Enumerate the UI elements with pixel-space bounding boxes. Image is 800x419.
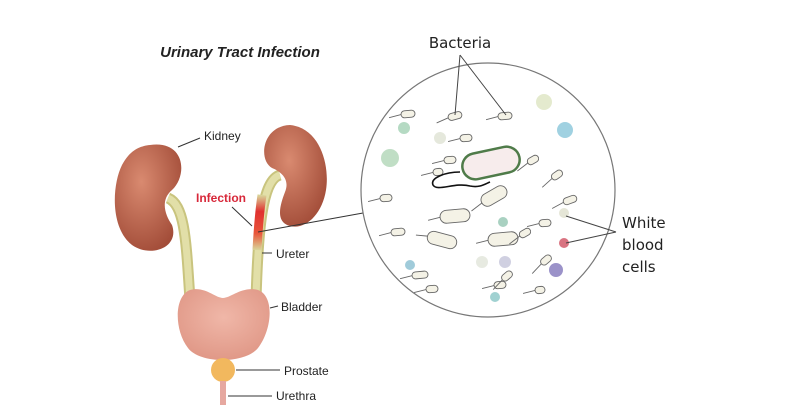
blood-cell <box>405 260 415 270</box>
bacterium-tail <box>388 114 402 119</box>
bacterium <box>379 193 393 203</box>
blood-cell <box>476 256 488 268</box>
blood-cell <box>549 263 563 277</box>
label-ureter: Ureter <box>276 247 309 261</box>
bacterium <box>526 154 540 166</box>
label-wbc-line2: blood <box>622 236 664 254</box>
bacterium <box>538 218 552 228</box>
blood-cell <box>559 238 569 248</box>
blood-cell <box>559 208 569 218</box>
bacteria-pointers <box>454 54 617 244</box>
pointer-lines <box>177 137 364 397</box>
bacterium <box>447 111 463 121</box>
urethra <box>220 381 226 405</box>
bacterium <box>518 227 532 239</box>
bacterium-tail <box>481 285 495 290</box>
magnified-view <box>360 62 616 318</box>
blood-cell <box>499 256 511 268</box>
bacterium <box>459 133 473 143</box>
bladder <box>177 289 270 360</box>
bacterium-tail <box>367 198 381 203</box>
bacterium <box>534 285 546 295</box>
bacterium-tail <box>509 235 521 245</box>
bacterium <box>480 185 508 207</box>
label-kidney: Kidney <box>204 129 241 143</box>
label-prostate: Prostate <box>284 364 329 378</box>
flagellum <box>431 171 491 189</box>
left-ureter-fill <box>166 194 194 301</box>
bacterium-tail <box>378 232 392 237</box>
bacterium-tail <box>551 201 564 209</box>
bacterium <box>551 169 563 181</box>
infection-area <box>252 194 267 251</box>
bacterium <box>390 227 406 237</box>
bacterium-tail <box>420 171 434 176</box>
bacterium-tail <box>475 239 489 244</box>
bacterium-tail <box>517 162 529 172</box>
right-kidney <box>264 125 327 227</box>
bacterium-tail <box>447 138 461 143</box>
bacterium-tail <box>471 202 483 212</box>
bacterium-tail <box>413 289 427 294</box>
bacterium <box>443 155 457 165</box>
bacterium-tail <box>526 223 540 228</box>
bacterium <box>562 194 578 206</box>
bacterium-tail <box>541 178 553 188</box>
bacterium <box>411 270 429 280</box>
bacterium-tail <box>436 117 449 124</box>
bacterium <box>426 230 458 250</box>
label-bacteria: Bacteria <box>429 34 491 52</box>
bacterium-tail <box>415 234 428 237</box>
microbes <box>367 94 578 302</box>
bacterium-tail <box>531 263 542 274</box>
bacterium <box>493 280 507 290</box>
blood-cell <box>498 217 508 227</box>
bacterium-tail <box>399 275 413 280</box>
label-wbc-line1: White <box>622 214 666 232</box>
bacterium-tail <box>427 216 441 221</box>
blood-cell <box>490 292 500 302</box>
blood-cell <box>536 94 552 110</box>
bacterium <box>540 254 552 266</box>
bacterium-tail <box>431 160 445 165</box>
prostate <box>211 358 235 382</box>
bacterium <box>501 270 513 282</box>
bacterium-tail <box>485 116 499 121</box>
large-bacterium <box>461 145 521 181</box>
bacterium-tail <box>522 289 536 294</box>
label-infection: Infection <box>196 191 246 205</box>
left-kidney <box>114 144 182 251</box>
diagram-title: Urinary Tract Infection <box>160 44 320 61</box>
blood-cell <box>434 132 446 144</box>
bacterium <box>425 284 439 294</box>
bacterium-tail <box>492 279 503 290</box>
label-wbc-line3: cells <box>622 258 656 276</box>
bacterium <box>439 208 471 224</box>
label-urethra: Urethra <box>276 389 316 403</box>
bacterium <box>400 109 416 119</box>
blood-cell <box>398 122 410 134</box>
blood-cell <box>381 149 399 167</box>
bacterium <box>487 231 519 247</box>
bacterium <box>432 167 444 177</box>
blood-cell <box>557 122 573 138</box>
label-bladder: Bladder <box>281 300 322 314</box>
